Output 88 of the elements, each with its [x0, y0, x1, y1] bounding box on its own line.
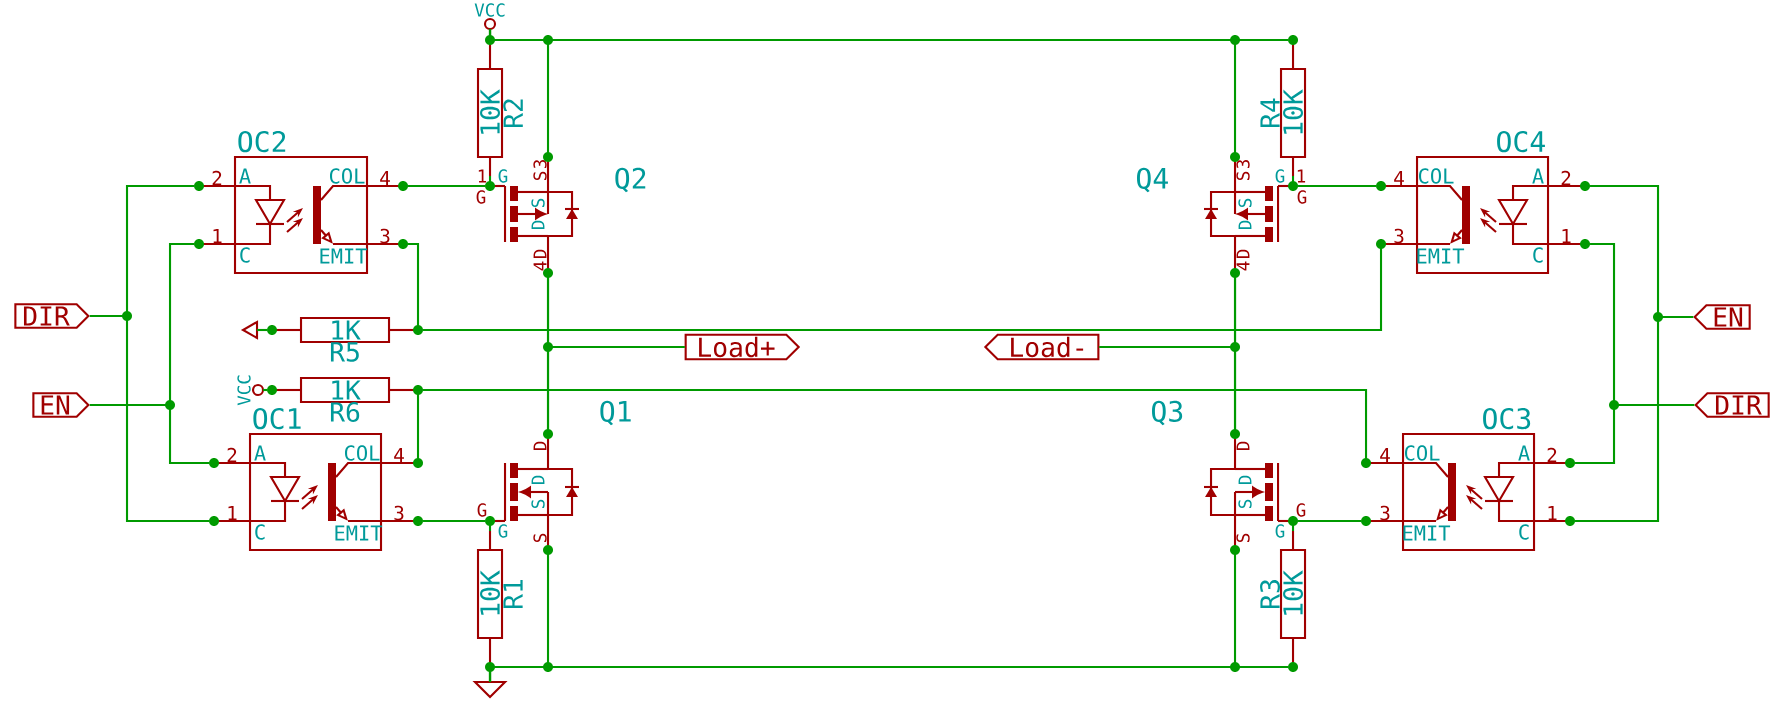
pin-label: S [531, 499, 545, 509]
pin-label: D [1236, 249, 1250, 259]
pin-label: G [1297, 190, 1307, 204]
wire [546, 278, 550, 429]
pin-label: D [533, 249, 547, 259]
component-label: Q2 [615, 167, 646, 193]
pin-label: G [1275, 169, 1285, 183]
pin-label: D [1238, 220, 1252, 230]
pin-label: S [1236, 171, 1250, 181]
wire [263, 388, 267, 392]
pin-label: S [1236, 533, 1250, 543]
terminal-label: VCC [237, 375, 251, 406]
wire [488, 665, 1288, 682]
port-flag: EN [32, 392, 90, 418]
pin-label: G [498, 169, 508, 183]
terminal-label: VCC [474, 3, 505, 17]
port-flag: Load+ [684, 333, 801, 361]
component-label: Q1 [600, 400, 631, 426]
wire [488, 526, 492, 531]
component-label: OC3 [1483, 407, 1531, 430]
pin-number: 3 [1236, 160, 1250, 169]
port-flag: DIR [14, 303, 90, 329]
pin-label: S [1238, 499, 1252, 509]
pin-label: G [476, 190, 486, 204]
pin-number: 2 [212, 170, 222, 186]
port-flag: DIR [1694, 392, 1770, 418]
pin-number: 3 [533, 160, 547, 169]
pin-label: S [1238, 198, 1252, 208]
pin-number: 4 [1236, 261, 1250, 271]
component-label: R3 [1260, 580, 1280, 609]
pin-label: D [1236, 441, 1250, 451]
pin-number: 4 [1380, 447, 1390, 463]
component-label: OC1 [253, 407, 301, 430]
pin-label: S [531, 198, 545, 208]
wire [416, 395, 420, 458]
wire [1298, 519, 1362, 523]
pin-label: G [477, 503, 487, 517]
pin-number: 1 [1297, 169, 1306, 183]
component-label: R4 [1260, 98, 1280, 128]
wire [423, 519, 485, 523]
wire [1233, 278, 1237, 429]
component-label: R2 [503, 99, 523, 128]
pin-number: 3 [394, 505, 404, 521]
component-label: R1 [503, 579, 523, 609]
pin-number: 2 [227, 447, 237, 463]
pin-label: D [533, 441, 547, 451]
pin-number: 4 [1394, 170, 1404, 186]
wire [1291, 526, 1295, 531]
pin-label: G [1296, 503, 1306, 517]
pin-number: 1 [228, 505, 237, 521]
wire [408, 242, 420, 325]
wire [1575, 403, 1695, 465]
pin-number: 3 [1394, 228, 1404, 244]
component-label: R6 [330, 402, 360, 422]
pin-number: 4 [380, 170, 390, 186]
wire [408, 184, 485, 188]
pin-number: 4 [533, 261, 547, 271]
wire [1291, 176, 1295, 181]
pin-label: D [531, 220, 545, 230]
component-label: OC2 [238, 130, 286, 153]
wire [1298, 184, 1376, 188]
pin-label: D [1238, 475, 1252, 485]
pin-number: 4 [394, 447, 404, 463]
port-flag: Load- [983, 333, 1100, 361]
wire [1575, 315, 1694, 523]
pin-label: S [533, 533, 547, 543]
component-label: OC4 [1497, 130, 1545, 153]
component-label: Q4 [1137, 167, 1168, 193]
component-label: R5 [330, 342, 359, 362]
pin-label: S [533, 171, 547, 181]
pin-number: 2 [1561, 170, 1571, 186]
wire [89, 403, 209, 465]
pin-number: 2 [1547, 447, 1557, 463]
port-flag: EN [1693, 304, 1751, 330]
pin-number: 1 [213, 228, 222, 244]
wire [488, 29, 1237, 152]
wire [423, 388, 1368, 458]
wire [89, 314, 209, 523]
component-label: Q3 [1152, 400, 1183, 426]
pin-number: 1 [478, 169, 487, 183]
wire [423, 249, 1383, 332]
pin-number: 1 [1562, 228, 1571, 244]
pin-label: D [531, 475, 545, 485]
wire [257, 328, 267, 332]
wire [488, 176, 492, 181]
pin-number: 3 [1380, 505, 1390, 521]
pin-number: 3 [380, 228, 390, 244]
pin-number: 1 [1548, 505, 1557, 521]
